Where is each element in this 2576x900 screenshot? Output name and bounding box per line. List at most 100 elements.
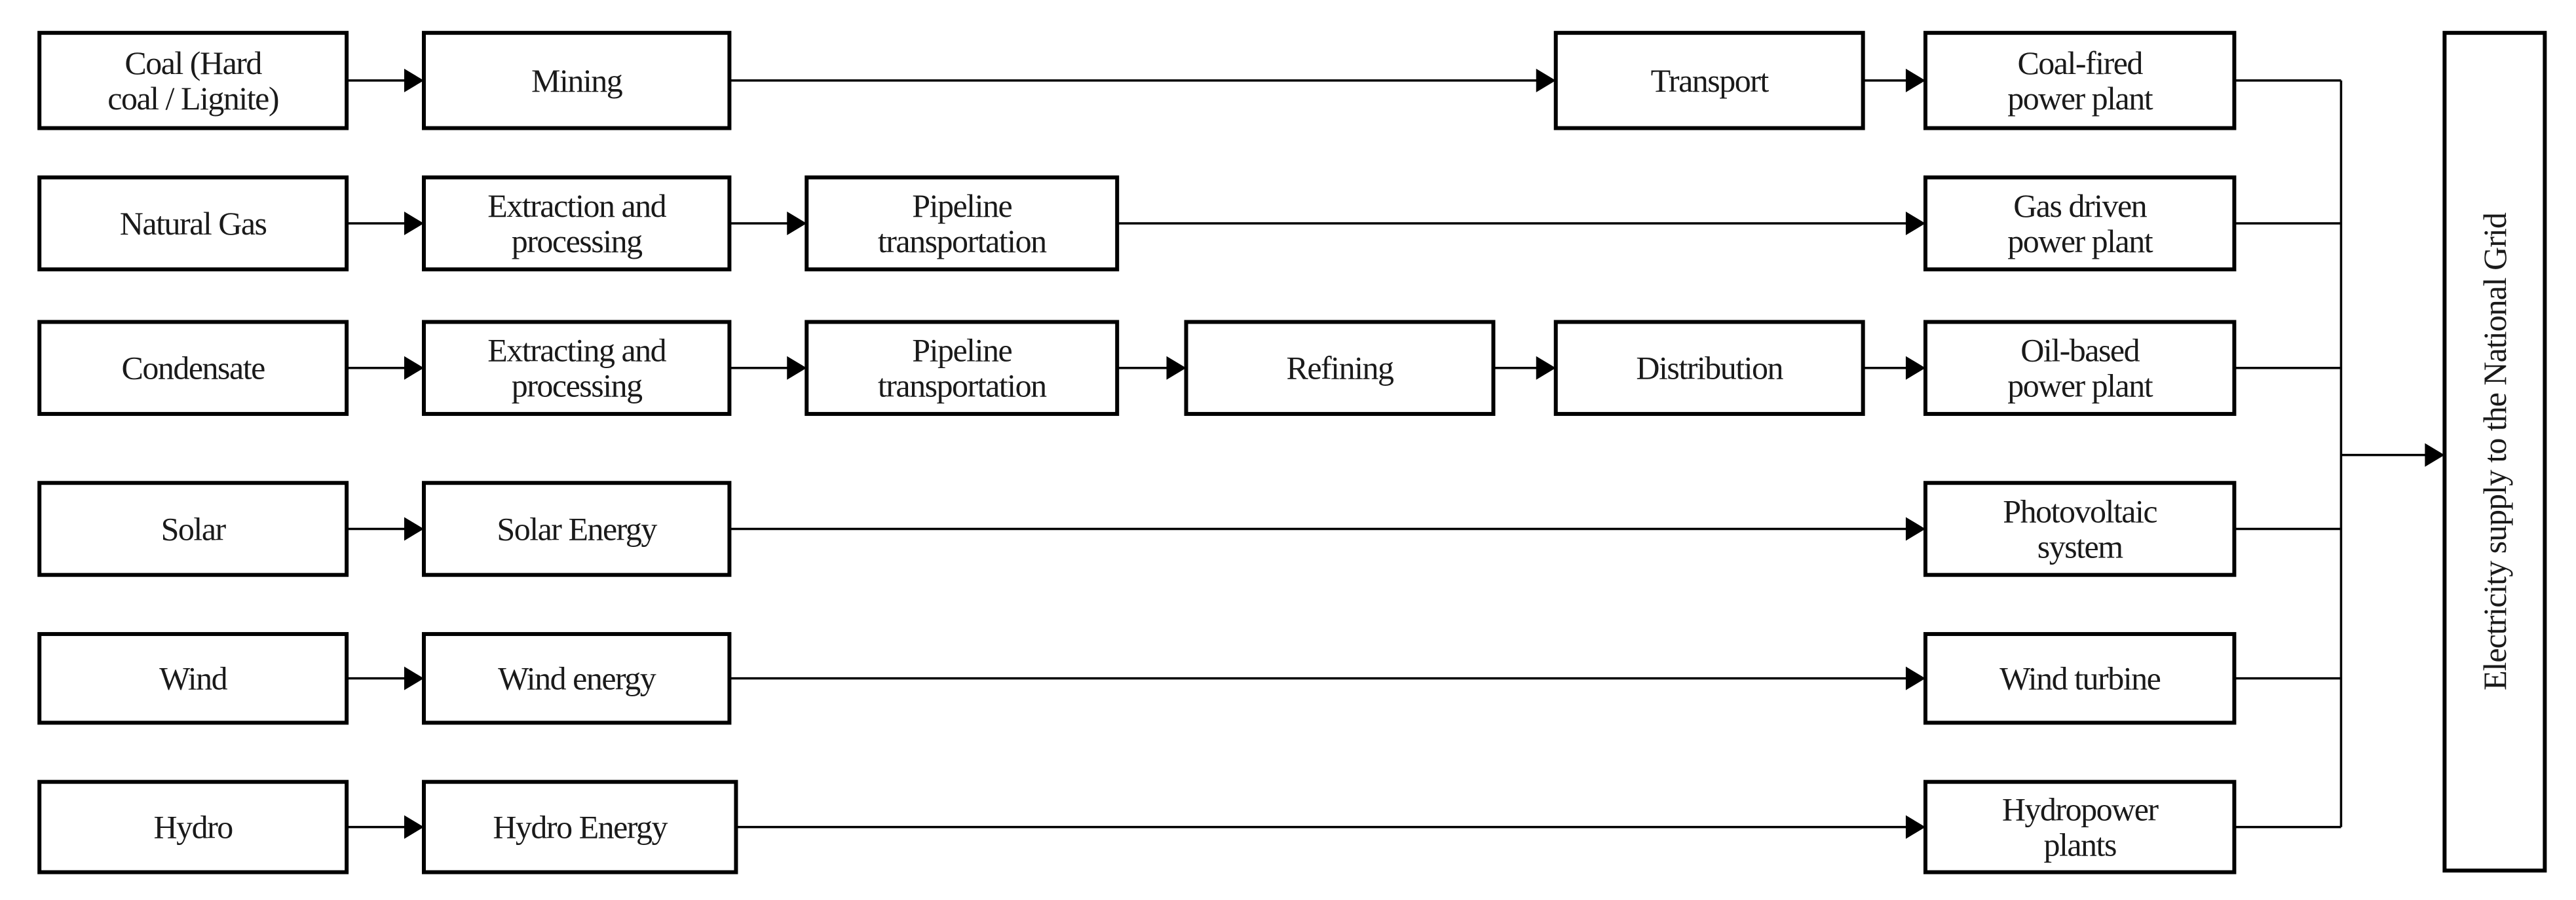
condensate-extracting-label-line: Extracting and bbox=[487, 332, 666, 369]
coal-source-label-line: Coal (Hard bbox=[124, 45, 262, 81]
gas-plant-box bbox=[1923, 175, 2237, 272]
condensate-extracting-box bbox=[421, 320, 732, 416]
hydro-plant-box bbox=[1923, 779, 2237, 874]
wind-energy-label-line: Wind energy bbox=[498, 660, 656, 697]
coal-transport-label-line: Transport bbox=[1651, 62, 1770, 99]
gas-pipeline-box bbox=[805, 175, 1120, 272]
wind-source-label-line: Wind bbox=[159, 660, 228, 697]
bus-to-grid-arrowhead bbox=[2425, 443, 2445, 467]
wind-plant-label-line: Wind turbine bbox=[1999, 660, 2161, 697]
flow-arrowhead bbox=[1166, 356, 1186, 380]
connector-layer bbox=[347, 68, 2445, 839]
condensate-pipeline-box bbox=[805, 320, 1120, 416]
flow-arrowhead bbox=[404, 517, 424, 541]
condensate-plant-label-line: Oil-based bbox=[2020, 332, 2140, 369]
coal-source-box bbox=[37, 31, 349, 130]
gas-pipeline-label-line: Pipeline bbox=[912, 187, 1012, 224]
condensate-source-node: Condensate bbox=[37, 320, 349, 416]
gas-plant-label-line: Gas driven bbox=[2013, 187, 2147, 224]
gas-extraction-box bbox=[421, 175, 732, 272]
flow-arrowhead bbox=[1905, 815, 1925, 839]
solar-source-box bbox=[37, 481, 349, 577]
flow-arrowhead bbox=[1905, 212, 1925, 236]
wind-source-node: Wind bbox=[37, 631, 349, 725]
gas-extraction-label-line: Extraction and bbox=[487, 187, 666, 224]
flow-arrowhead bbox=[1536, 68, 1556, 92]
condensate-refining-label-line: Refining bbox=[1286, 350, 1393, 386]
gas-extraction-label-line: processing bbox=[512, 223, 643, 259]
flow-arrowhead bbox=[787, 212, 807, 236]
hydro-energy-node: Hydro Energy bbox=[421, 779, 738, 874]
condensate-source-box bbox=[37, 320, 349, 416]
coal-transport-box bbox=[1553, 31, 1865, 130]
coal-mining-box bbox=[421, 31, 732, 130]
coal-source-label-line: coal / Lignite) bbox=[107, 80, 278, 117]
flow-arrowhead bbox=[404, 666, 424, 690]
coal-plant-label-line: power plant bbox=[2007, 80, 2153, 117]
wind-energy-node: Wind energy bbox=[421, 631, 732, 725]
gas-source-box bbox=[37, 175, 349, 272]
condensate-plant-label-line: power plant bbox=[2007, 367, 2153, 404]
condensate-source-label-line: Condensate bbox=[122, 350, 265, 386]
solar-source-label-line: Solar bbox=[161, 510, 227, 547]
condensate-refining-box bbox=[1184, 320, 1496, 416]
hydro-energy-label-line: Hydro Energy bbox=[493, 809, 668, 846]
wind-source-box bbox=[37, 631, 349, 725]
gas-plant-label-line: power plant bbox=[2007, 223, 2153, 259]
condensate-distribution-node: Distribution bbox=[1553, 320, 1865, 416]
wind-plant-node: Wind turbine bbox=[1923, 631, 2237, 725]
hydro-source-node: Hydro bbox=[37, 779, 349, 874]
coal-mining-label-line: Mining bbox=[531, 62, 623, 99]
coal-plant-label-line: Coal-fired bbox=[2017, 45, 2143, 81]
hydro-plant-label-line: Hydropower bbox=[2002, 791, 2159, 828]
condensate-plant-box bbox=[1923, 320, 2237, 416]
condensate-pipeline-label-line: Pipeline bbox=[912, 332, 1012, 369]
solar-energy-node: Solar Energy bbox=[421, 481, 732, 577]
flow-arrowhead bbox=[404, 68, 424, 92]
flow-arrowhead bbox=[1905, 356, 1925, 380]
gas-pipeline-label-line: transportation bbox=[878, 223, 1047, 259]
hydro-source-label-line: Hydro bbox=[154, 809, 233, 846]
condensate-refining-node: Refining bbox=[1184, 320, 1496, 416]
condensate-pipeline-label-line: transportation bbox=[878, 367, 1047, 404]
hydro-plant-label-line: plants bbox=[2043, 827, 2115, 863]
solar-source-node: Solar bbox=[37, 481, 349, 577]
condensate-extracting-label-line: processing bbox=[512, 367, 643, 404]
solar-plant-label-line: system bbox=[2037, 528, 2124, 565]
national-grid-label: Electricity supply to the National Grid bbox=[2476, 212, 2513, 690]
national-grid-box bbox=[2442, 31, 2547, 873]
national-grid-output: Electricity supply to the National Grid bbox=[2442, 31, 2547, 873]
wind-plant-box bbox=[1923, 631, 2237, 725]
solar-plant-label-line: Photovoltaic bbox=[2003, 493, 2157, 529]
flow-arrowhead bbox=[404, 356, 424, 380]
flow-arrowhead bbox=[1905, 68, 1925, 92]
gas-source-label-line: Natural Gas bbox=[120, 205, 267, 242]
flow-arrowhead bbox=[404, 815, 424, 839]
flow-arrowhead bbox=[1905, 666, 1925, 690]
gas-source-node: Natural Gas bbox=[37, 175, 349, 272]
solar-plant-box bbox=[1923, 481, 2237, 577]
hydro-source-box bbox=[37, 779, 349, 874]
flow-arrowhead bbox=[1905, 517, 1925, 541]
coal-mining-node: Mining bbox=[421, 31, 732, 130]
condensate-distribution-label-line: Distribution bbox=[1636, 350, 1783, 386]
solar-energy-label-line: Solar Energy bbox=[497, 510, 657, 547]
hydro-energy-box bbox=[421, 779, 738, 874]
coal-transport-node: Transport bbox=[1553, 31, 1865, 130]
flow-arrowhead bbox=[404, 212, 424, 236]
flow-arrowhead bbox=[1536, 356, 1556, 380]
solar-energy-box bbox=[421, 481, 732, 577]
wind-energy-box bbox=[421, 631, 732, 725]
